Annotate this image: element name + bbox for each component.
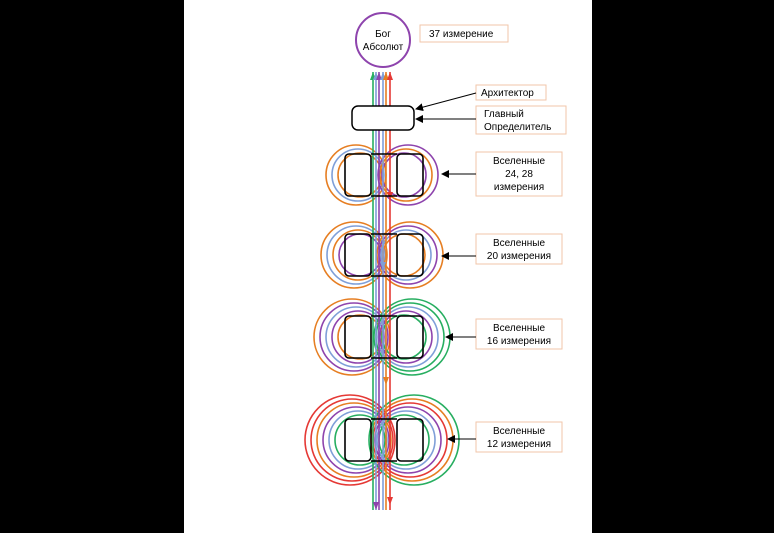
definer-box [475, 105, 567, 135]
ring-right-2-3 [379, 310, 433, 364]
architect-label: Архитектор [481, 88, 534, 99]
svg-text:24, 28: 24, 28 [505, 169, 533, 180]
universe-box-left-3 [344, 418, 372, 462]
ring-right-1-2 [380, 229, 432, 281]
svg-text:измерения: измерения [494, 182, 544, 193]
flow-arrow-down-0 [373, 502, 379, 510]
ring-left-1-1 [326, 225, 386, 285]
ring-left-3-3 [322, 406, 390, 474]
ring-right-0-2 [381, 152, 427, 198]
ring-right-3-3 [374, 406, 442, 474]
god-circle [355, 12, 411, 68]
ring-left-2-3 [331, 310, 385, 364]
svg-text:16 измерения: 16 измерения [487, 336, 551, 347]
ring-right-3-2 [372, 402, 448, 478]
ring-right-0-1 [379, 148, 433, 202]
ring-left-2-1 [319, 302, 389, 372]
god-label-line2: Абсолют [363, 41, 404, 53]
definer-shape [351, 105, 415, 131]
dim37-label: 37 измерение [429, 29, 494, 40]
ring-left-3-1 [310, 398, 394, 482]
universe-box-right-0 [396, 153, 424, 197]
svg-text:Вселенные: Вселенные [493, 156, 546, 167]
universe-box-right-3 [396, 418, 424, 462]
diagram-canvas: Бог Абсолют 37 измерение Архитектор Глав… [184, 0, 592, 533]
svg-text:Вселенные: Вселенные [493, 323, 546, 334]
universe-label-0: Вселенные 24, 28 измерения [441, 151, 563, 197]
definer-label-line1: Главный [484, 109, 524, 120]
architect-arrow [415, 92, 477, 112]
universe-label-1: Вселенные 20 измерения [441, 233, 563, 265]
flow-arrow-down-2 [380, 262, 386, 270]
architect-box [475, 84, 547, 101]
ring-right-2-2 [377, 306, 439, 368]
ring-left-3-4 [328, 410, 388, 470]
definer-label-line2: Определитель [484, 122, 551, 133]
svg-text:20 измерения: 20 измерения [487, 251, 551, 262]
ring-left-1-0 [320, 221, 388, 289]
dim37-box [419, 24, 509, 43]
universe-box-left-0 [344, 153, 372, 197]
ring-left-3-5 [334, 414, 386, 466]
ring-left-3-0 [304, 394, 396, 486]
svg-text:12 измерения: 12 измерения [487, 439, 551, 450]
universe-boxes [344, 153, 424, 462]
flow-arrow-up-5 [387, 72, 393, 80]
ring-right-3-0 [368, 394, 460, 486]
flow-arrow-down-1 [387, 497, 393, 505]
flow-arrow-up-2 [376, 72, 382, 80]
ring-right-3-4 [376, 410, 436, 470]
god-label-line1: Бог [375, 29, 391, 40]
universe-box-right-2 [396, 315, 424, 359]
ring-right-2-4 [381, 314, 427, 360]
universe-box-right-1 [396, 233, 424, 277]
flow-arrow-down-4 [383, 377, 389, 385]
universe-label-2: Вселенные 16 измерения [445, 318, 563, 350]
universe-box-left-2 [344, 315, 372, 359]
universe-label-3: Вселенные 12 измерения [447, 421, 563, 453]
svg-text:Вселенные: Вселенные [493, 426, 546, 437]
svg-text:Вселенные: Вселенные [493, 238, 546, 249]
universe-box-left-1 [344, 233, 372, 277]
flow-arrow-up-4 [383, 72, 389, 80]
ring-left-3-2 [316, 402, 392, 478]
ring-right-0-0 [377, 144, 439, 206]
vertical-flow-lines [370, 72, 393, 510]
ring-left-0-1 [331, 148, 385, 202]
